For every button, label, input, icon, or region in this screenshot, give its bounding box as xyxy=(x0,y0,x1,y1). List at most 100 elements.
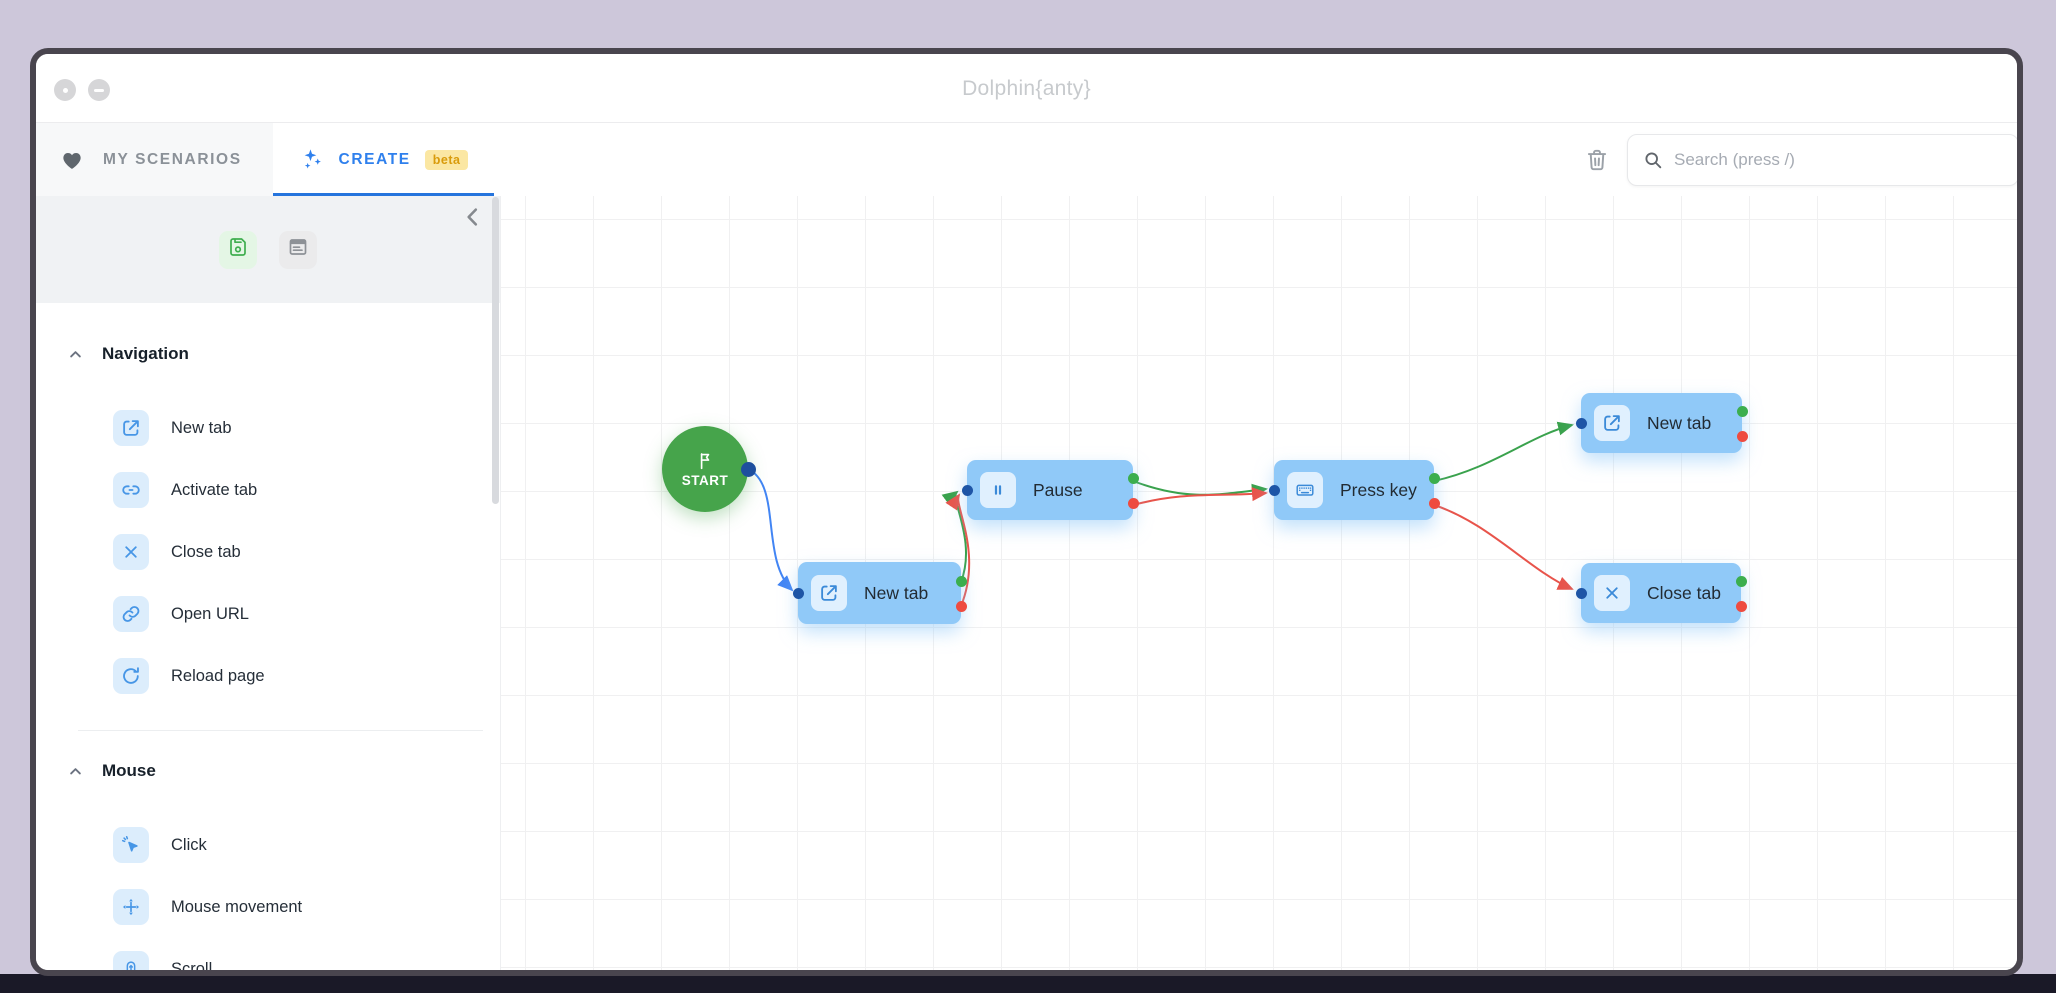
window-controls xyxy=(54,79,110,101)
tab-bar: MY SCENARIOS CREATE beta xyxy=(36,123,2017,196)
sidebar-item-scroll[interactable]: Scroll xyxy=(113,951,500,976)
error-port[interactable] xyxy=(1735,600,1747,612)
dot-icon xyxy=(62,87,68,93)
section-divider xyxy=(78,730,483,731)
error-port[interactable] xyxy=(1428,497,1440,509)
beta-badge: beta xyxy=(424,149,469,170)
app-title: Dolphin{anty} xyxy=(962,76,1091,100)
window-button-close[interactable] xyxy=(54,79,76,101)
input-port[interactable] xyxy=(1575,587,1587,599)
chevron-up-icon xyxy=(66,762,85,781)
flow-node-closetab[interactable]: Close tab xyxy=(1575,563,1747,623)
sidebar-item-label: New tab xyxy=(171,418,232,437)
sidebar-toolbar xyxy=(36,196,500,303)
press-key-icon xyxy=(1287,472,1323,508)
window-button-minimize[interactable] xyxy=(88,79,110,101)
node-label: Press key xyxy=(1340,479,1417,500)
sidebar-item-click[interactable]: Click xyxy=(113,827,500,863)
flow-edge-pause-presskey[interactable] xyxy=(1132,487,1268,506)
sidebar-item-label: Scroll xyxy=(171,959,213,976)
tab-my-scenarios[interactable]: MY SCENARIOS xyxy=(36,123,273,196)
input-port[interactable] xyxy=(792,587,804,599)
save-icon xyxy=(226,235,250,264)
new-tab-icon xyxy=(113,410,149,446)
search-box[interactable] xyxy=(1627,133,2017,186)
sidebar-item-label: Close tab xyxy=(171,542,241,561)
sidebar-item-label: Mouse movement xyxy=(171,897,303,916)
section-title: Navigation xyxy=(102,344,189,363)
flow-edge-newtab1-pause[interactable] xyxy=(945,493,971,607)
sidebar-item-new-tab[interactable]: New tab xyxy=(113,410,500,446)
sidebar-item-label: Reload page xyxy=(171,666,265,685)
node-label: Pause xyxy=(1033,479,1083,500)
success-port[interactable] xyxy=(1735,576,1747,587)
open-url-icon xyxy=(113,596,149,632)
start-node-label: START xyxy=(681,473,729,488)
input-port[interactable] xyxy=(1268,484,1280,496)
save-scenario-button[interactable] xyxy=(219,230,257,269)
sidebar-item-mouse-movement[interactable]: Mouse movement xyxy=(113,889,500,925)
pause-icon xyxy=(980,472,1016,508)
sidebar-item-label: Click xyxy=(171,835,207,854)
flow-edge-presskey-closetab[interactable] xyxy=(1433,504,1574,590)
tab-create[interactable]: CREATE beta xyxy=(273,123,494,196)
start-output-port[interactable] xyxy=(740,461,756,477)
start-node[interactable]: START xyxy=(662,426,748,512)
success-port[interactable] xyxy=(955,576,967,587)
input-port[interactable] xyxy=(1575,417,1587,429)
activate-tab-icon xyxy=(113,472,149,508)
input-port[interactable] xyxy=(961,484,973,496)
flow-edge-presskey-newtab2[interactable] xyxy=(1433,421,1574,482)
title-bar: Dolphin{anty} xyxy=(36,54,2017,123)
flow-edge-start-newtab1[interactable] xyxy=(747,468,794,592)
node-label: New tab xyxy=(1647,412,1712,433)
scroll-icon xyxy=(113,951,149,970)
sidebar-item-close-tab[interactable]: Close tab xyxy=(113,534,500,570)
flow-node-newtab1[interactable]: New tab xyxy=(792,562,967,624)
section-title: Mouse xyxy=(102,761,156,780)
success-port[interactable] xyxy=(1127,473,1139,484)
mouse-movement-icon xyxy=(113,889,149,925)
error-port[interactable] xyxy=(1127,497,1139,509)
sidebar-item-label: Open URL xyxy=(171,604,249,623)
tab-bar-spacer xyxy=(494,123,1584,196)
sidebar-item-activate-tab[interactable]: Activate tab xyxy=(113,472,500,508)
tab-my-scenarios-label: MY SCENARIOS xyxy=(103,150,242,168)
sidebar-item-label: Activate tab xyxy=(171,480,258,499)
error-port[interactable] xyxy=(1736,430,1748,442)
flag-icon xyxy=(694,450,716,472)
log-button[interactable] xyxy=(279,230,317,269)
chevron-up-icon xyxy=(66,345,85,364)
flow-node-pause[interactable]: Pause xyxy=(961,460,1139,520)
flow-edges-layer xyxy=(747,421,1574,607)
node-label: New tab xyxy=(864,582,929,603)
search-input[interactable] xyxy=(1674,149,2004,170)
close-tab-icon xyxy=(1594,575,1630,611)
flow-node-presskey[interactable]: Press key xyxy=(1268,460,1440,520)
flow-edge-pause-presskey[interactable] xyxy=(1132,480,1268,498)
collapse-sidebar-button[interactable] xyxy=(460,202,486,232)
tab-create-label: CREATE xyxy=(338,150,411,168)
sidebar-item-open-url[interactable]: Open URL xyxy=(113,596,500,632)
trash-icon[interactable] xyxy=(1584,147,1610,173)
section-header-navigation[interactable]: Navigation xyxy=(66,339,500,369)
error-port[interactable] xyxy=(955,600,967,612)
app-window: Dolphin{anty} MY SCENARIOS CREATE beta xyxy=(30,48,2023,976)
active-tab-underline xyxy=(273,193,494,196)
sidebar-scrollbar[interactable] xyxy=(492,197,499,504)
success-port[interactable] xyxy=(1428,473,1440,484)
sidebar-item-reload-page[interactable]: Reload page xyxy=(113,658,500,694)
success-port[interactable] xyxy=(1736,406,1748,417)
section-header-mouse[interactable]: Mouse xyxy=(66,756,500,786)
new-tab-icon xyxy=(811,575,847,611)
search-icon xyxy=(1642,149,1664,171)
sparkles-icon xyxy=(299,147,325,173)
minus-icon xyxy=(94,88,104,92)
click-icon xyxy=(113,827,149,863)
flow-node-newtab2[interactable]: New tab xyxy=(1575,393,1748,453)
heart-icon xyxy=(59,147,85,173)
